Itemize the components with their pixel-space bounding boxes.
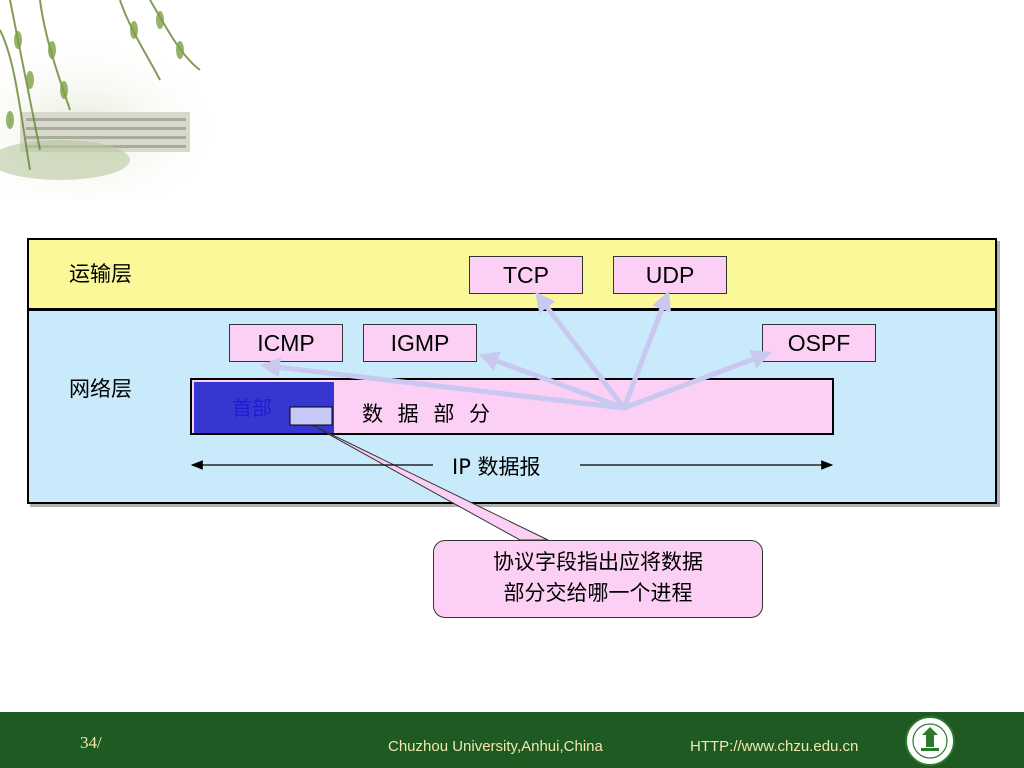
- protocol-field-callout: 协议字段指出应将数据 部分交给哪一个进程: [433, 540, 763, 618]
- udp-box: UDP: [613, 256, 727, 294]
- transport-layer-label: 运输层: [69, 262, 132, 286]
- data-part-label: 数 据 部 分: [362, 402, 495, 426]
- page-number: 34/: [80, 733, 102, 752]
- campus-willow-decoration: [0, 0, 240, 200]
- icmp-box: ICMP: [229, 324, 343, 362]
- ip-datagram-label: IP 数据报: [442, 451, 551, 481]
- university-name: Chuzhou University,Anhui,China: [388, 738, 603, 755]
- tcp-box: TCP: [469, 256, 583, 294]
- university-logo-icon: [905, 716, 955, 766]
- footer-bar: [0, 712, 1024, 768]
- header-label: 首部: [232, 396, 272, 420]
- callout-line-1: 协议字段指出应将数据: [493, 550, 703, 574]
- ospf-box: OSPF: [762, 324, 876, 362]
- transport-layer-band: 运输层: [27, 238, 997, 310]
- igmp-box: IGMP: [363, 324, 477, 362]
- university-url: HTTP://www.chzu.edu.cn: [690, 738, 859, 755]
- network-layer-label: 网络层: [69, 377, 132, 401]
- callout-line-2: 部分交给哪一个进程: [503, 581, 693, 605]
